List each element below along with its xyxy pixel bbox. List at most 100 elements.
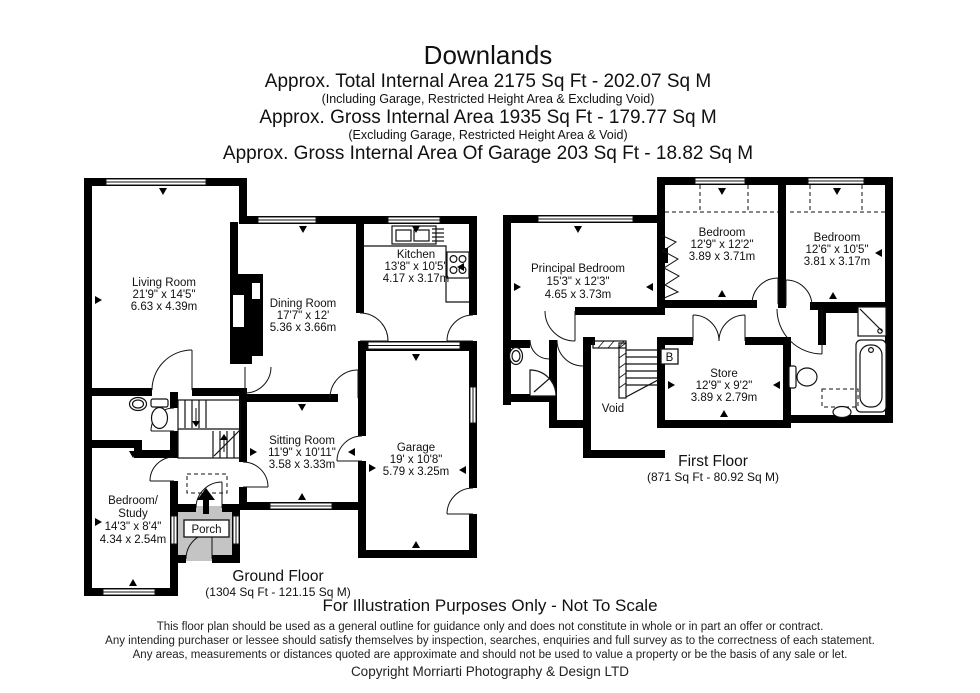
- bedroom-study-name2: Study: [118, 508, 148, 520]
- ground-floor-plan: Porch Living Room 21'9" x 14'5" 6.63 x 4…: [84, 178, 477, 599]
- ground-stairs: [177, 399, 241, 459]
- window: [367, 341, 461, 350]
- first-doors: [529, 277, 823, 367]
- bedroom-study-name1: Bedroom/: [108, 495, 159, 507]
- living-room-name: Living Room: [132, 277, 196, 289]
- entrance-arrow-icon: [197, 488, 215, 514]
- first-stairs: [592, 340, 659, 399]
- ensuite-shower: [529, 369, 557, 397]
- living-room-metric: 6.63 x 4.39m: [131, 301, 197, 313]
- store-imperial: 12'9" x 9'2": [696, 380, 753, 392]
- boiler-box: B: [660, 348, 679, 365]
- porch-label-box: Porch: [183, 519, 230, 538]
- bathmat-outline: [821, 388, 859, 408]
- principal-bedroom-imperial: 15'3" x 12'3": [546, 276, 609, 288]
- sitting-room-name: Sitting Room: [269, 435, 335, 447]
- bedroom3-metric: 3.81 x 3.17m: [804, 256, 870, 268]
- window: [232, 515, 240, 545]
- door: [149, 456, 175, 482]
- garage-area: Approx. Gross Internal Area Of Garage 20…: [223, 143, 753, 164]
- toilet-icon: [788, 365, 818, 389]
- garage-metric: 5.79 x 3.25m: [383, 466, 449, 478]
- bedroom2-name: Bedroom: [699, 227, 746, 239]
- window: [694, 177, 746, 185]
- sitting-room-metric: 3.58 x 3.33m: [269, 459, 335, 471]
- ground-windows: [102, 178, 477, 596]
- principal-bedroom-name: Principal Bedroom: [531, 263, 625, 275]
- window: [102, 588, 156, 596]
- window: [537, 215, 634, 223]
- page-title: Downlands: [424, 40, 553, 70]
- bedroom-study-imperial: 14'3" x 8'4": [105, 521, 162, 533]
- footer: For Illustration Purposes Only - Not To …: [105, 596, 875, 679]
- ensuite-sink: [508, 346, 524, 366]
- bathtub-icon: [855, 339, 887, 413]
- kitchen-metric: 4.17 x 3.17m: [383, 273, 449, 285]
- boiler-label: B: [666, 352, 674, 364]
- restricted-height-lines: [665, 185, 885, 213]
- door: [692, 314, 720, 342]
- disclaimer-line-3: Any areas, measurements or distances quo…: [133, 649, 848, 661]
- kitchen-name: Kitchen: [397, 249, 435, 261]
- door: [776, 308, 823, 355]
- door: [556, 339, 584, 367]
- door: [244, 366, 272, 394]
- header: Downlands Approx. Total Internal Area 21…: [223, 40, 753, 164]
- window: [257, 216, 317, 224]
- shower-icon: [857, 306, 887, 337]
- sitting-room-imperial: 11'9" x 10'11": [268, 447, 336, 459]
- bedroom2-imperial: 12'9" x 12'2": [690, 239, 753, 251]
- door: [446, 487, 474, 515]
- gross-area-note: (Excluding Garage, Restricted Height Are…: [348, 128, 627, 142]
- bedroom3-imperial: 12'6" x 10'5": [805, 244, 868, 256]
- window: [105, 178, 207, 186]
- door: [446, 314, 474, 342]
- first-floor-area: (871 Sq Ft - 80.92 Sq M): [647, 470, 779, 484]
- wc-sink: [128, 396, 148, 412]
- principal-bedroom-metric: 4.65 x 3.73m: [545, 289, 611, 301]
- door: [329, 369, 359, 399]
- wardrobe-zigzag: [660, 234, 680, 300]
- store-metric: 3.89 x 2.79m: [691, 392, 757, 404]
- window: [807, 177, 865, 185]
- ground-doors: [149, 312, 474, 560]
- kitchen-counter: [362, 245, 469, 303]
- ground-floor-area: (1304 Sq Ft - 121.15 Sq M): [205, 585, 350, 599]
- total-internal-area: Approx. Total Internal Area 2175 Sq Ft -…: [265, 71, 711, 92]
- bathroom-sink: [832, 405, 852, 419]
- garage-name: Garage: [397, 442, 435, 454]
- bedroom3-name: Bedroom: [814, 232, 861, 244]
- door: [359, 312, 389, 342]
- gross-internal-area: Approx. Gross Internal Area 1935 Sq Ft -…: [259, 107, 716, 128]
- window: [170, 515, 178, 545]
- void-label: Void: [602, 403, 624, 415]
- door: [529, 339, 550, 360]
- garage-imperial: 19' x 10'8": [390, 454, 443, 466]
- disclaimer-line-1: This floor plan should be used as a gene…: [157, 621, 824, 633]
- first-floor-label: First Floor: [678, 453, 748, 470]
- door: [242, 461, 269, 488]
- copyright-line: Copyright Morriarti Photography & Design…: [351, 664, 629, 679]
- illustration-notice: For Illustration Purposes Only - Not To …: [322, 596, 657, 615]
- door: [151, 349, 193, 391]
- total-area-note: (Including Garage, Restricted Height Are…: [322, 92, 655, 106]
- door: [195, 481, 223, 509]
- dining-room-metric: 5.36 x 3.66m: [270, 322, 336, 334]
- wc-toilet: [150, 398, 169, 430]
- ground-floor-label: Ground Floor: [232, 568, 323, 585]
- window: [387, 216, 441, 224]
- dining-room-name: Dining Room: [270, 298, 336, 310]
- first-floor-plan: B Principa: [503, 177, 893, 484]
- bedroom2-metric: 3.89 x 3.71m: [689, 251, 755, 263]
- ground-room-labels: Living Room 21'9" x 14'5" 6.63 x 4.39m D…: [100, 249, 449, 546]
- door: [751, 277, 779, 305]
- door: [718, 314, 746, 342]
- kitchen-sink: [391, 225, 444, 245]
- dining-room-imperial: 17'7" x 12': [277, 310, 330, 322]
- porch-label: Porch: [191, 524, 221, 536]
- first-room-labels: Principal Bedroom 15'3" x 12'3" 4.65 x 3…: [531, 227, 870, 415]
- stove-icon: [446, 251, 470, 279]
- store-name: Store: [710, 368, 738, 380]
- first-windows: [537, 177, 865, 223]
